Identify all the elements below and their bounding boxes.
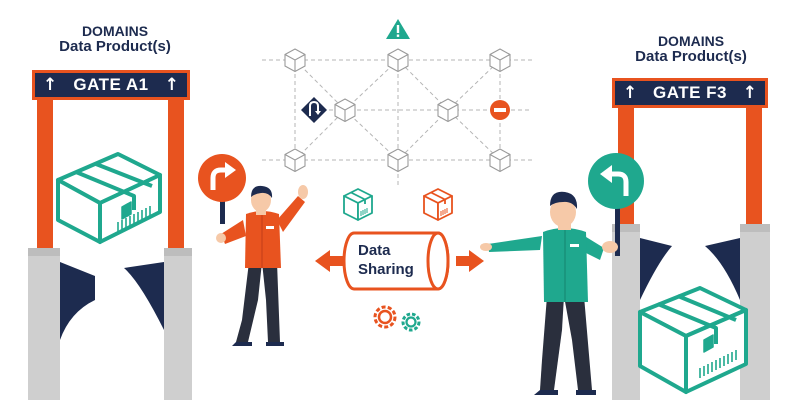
- left-gate-sign: ↑ GATE A1 ↑: [32, 70, 190, 100]
- left-domain-subtitle: Data Product(s): [59, 37, 171, 55]
- left-domain-title: DOMAINS: [81, 23, 149, 39]
- data-sharing-label: Data Sharing: [358, 241, 450, 279]
- data-sharing-line1: Data: [358, 242, 391, 259]
- right-domain-title: DOMAINS: [657, 33, 725, 49]
- right-gate-sign: ↑ GATE F3 ↑: [612, 78, 768, 108]
- package-icon-small-teal: [343, 188, 373, 221]
- no-entry-icon: [490, 100, 510, 120]
- up-arrow-icon: ↑: [742, 82, 757, 103]
- up-arrow-icon: ↑: [623, 82, 638, 103]
- data-sharing-line2: Sharing: [358, 261, 414, 278]
- package-icon-small-orange: [423, 188, 453, 221]
- right-gate: [612, 80, 770, 400]
- u-turn-icon: [301, 97, 327, 123]
- data-sharing-cylinder: [342, 231, 450, 291]
- left-gate-name: GATE A1: [73, 75, 149, 94]
- turn-right-sign-icon: [198, 154, 246, 202]
- right-domain-label: DOMAINS Data Product(s): [614, 34, 768, 64]
- package-icon-right: [638, 286, 748, 394]
- left-gate: [28, 74, 192, 400]
- warning-icon: [386, 19, 410, 39]
- up-arrow-icon: ↑: [164, 74, 179, 95]
- sharing-arrows: [315, 250, 484, 272]
- left-person: [198, 154, 308, 346]
- package-icon-left: [56, 152, 162, 244]
- up-arrow-icon: ↑: [43, 74, 58, 95]
- right-gate-name: GATE F3: [652, 83, 728, 102]
- turn-left-sign-icon: [588, 153, 644, 209]
- right-person: [480, 153, 644, 395]
- gears-icon: [373, 305, 421, 332]
- left-domain-label: DOMAINS Data Product(s): [40, 24, 190, 54]
- right-domain-subtitle: Data Product(s): [635, 47, 747, 65]
